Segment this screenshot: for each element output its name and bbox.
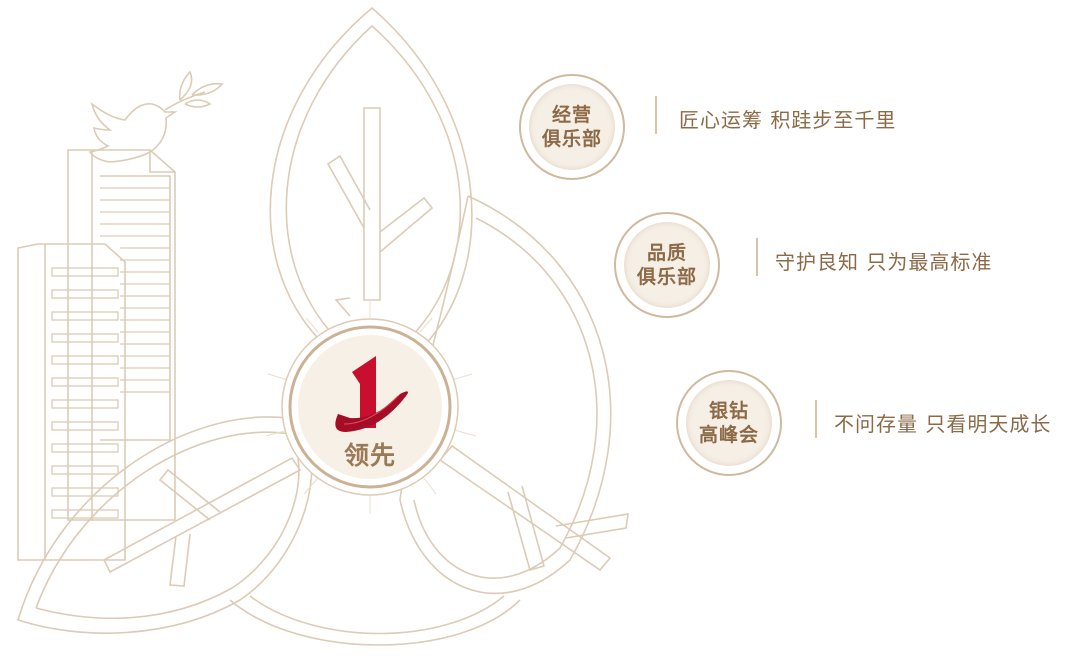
club-badge-inner: 银钻 高峰会 [686, 380, 772, 466]
club-slogan: 守护良知 只为最高标准 [775, 250, 993, 274]
club-name-line2: 高峰会 [698, 424, 759, 446]
club-badge-inner: 经营 俱乐部 [529, 84, 615, 170]
club-name-line2: 俱乐部 [541, 128, 602, 150]
divider [756, 238, 758, 276]
club-badge-business: 经营 俱乐部 [519, 74, 625, 180]
building-front-icon [17, 243, 126, 561]
dove-icon [88, 70, 224, 163]
club-name-line1: 品质 [646, 242, 687, 264]
divider [815, 400, 817, 438]
club-name-line2: 俱乐部 [636, 266, 697, 288]
club-name-line1: 银钻 [708, 400, 749, 422]
club-badge-inner: 品质 俱乐部 [624, 222, 710, 308]
center-label: 领先 [343, 441, 396, 470]
building-icon [67, 149, 176, 521]
club-badge-quality: 品质 俱乐部 [614, 212, 720, 318]
logo-icon [335, 356, 408, 432]
club-name-line1: 经营 [551, 104, 592, 126]
club-badge-summit: 银钻 高峰会 [676, 370, 782, 476]
club-slogan: 匠心运筹 积跬步至千里 [679, 108, 897, 132]
club-slogan: 不问存量 只看明天成长 [834, 412, 1052, 436]
leaf-icon-left [17, 416, 313, 634]
divider [655, 96, 657, 134]
leaf-icon-top [269, 6, 473, 351]
